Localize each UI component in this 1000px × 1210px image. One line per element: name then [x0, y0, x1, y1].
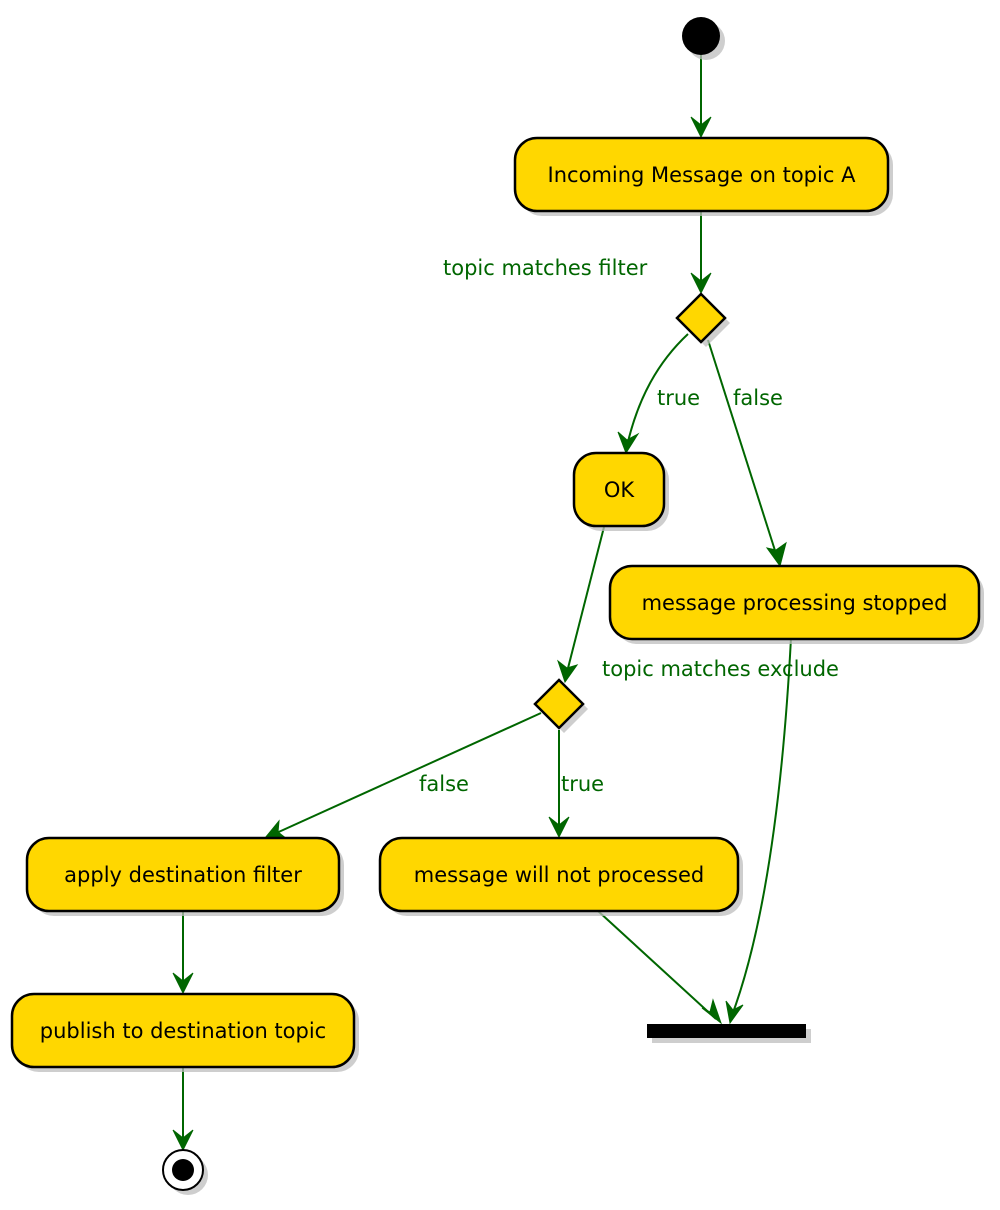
edge-ok-to-decision2	[565, 526, 605, 677]
activity-ok: OK	[572, 451, 669, 531]
arrowhead	[557, 659, 579, 684]
arrowhead	[172, 1129, 194, 1152]
activity-incoming-message-label: Incoming Message on topic A	[548, 163, 857, 187]
activity-apply-destination-filter-label: apply destination filter	[64, 863, 302, 887]
activity-ok-label: OK	[604, 478, 636, 502]
activity-incoming-message: Incoming Message on topic A	[513, 136, 893, 216]
edge-label-d1-true: true	[657, 386, 700, 410]
activity-publish-to-destination-topic: publish to destination topic	[10, 992, 359, 1072]
edge-stopped-to-merge-bar	[730, 637, 792, 1019]
end-node	[162, 1149, 208, 1195]
arrowhead	[172, 972, 194, 995]
arrowhead	[690, 116, 712, 139]
activity-message-processing-stopped: message processing stopped	[608, 564, 984, 644]
activity-publish-to-destination-topic-label: publish to destination topic	[40, 1019, 326, 1043]
activity-message-will-not-processed-label: message will not processed	[414, 863, 704, 887]
activity-message-will-not-processed: message will not processed	[378, 836, 743, 916]
edge-decision1-to-ok	[626, 333, 689, 447]
activity-message-processing-stopped-label: message processing stopped	[642, 591, 948, 615]
edges	[172, 55, 792, 1152]
merge-sync-bar	[647, 1024, 811, 1043]
arrowhead	[765, 541, 787, 568]
decision2-label: topic matches exclude	[602, 657, 839, 681]
edge-label-d1-false: false	[733, 386, 783, 410]
decision1-label: topic matches filter	[443, 256, 648, 280]
edge-label-d2-false: false	[419, 772, 469, 796]
edge-not-processed-to-merge-bar	[597, 910, 717, 1020]
arrowhead	[548, 816, 570, 839]
arrowhead	[725, 1000, 744, 1025]
arrowhead	[617, 431, 640, 455]
start-node	[682, 17, 725, 60]
arrowhead	[690, 272, 712, 295]
edge-decision2-to-apply-filter	[271, 712, 542, 836]
edge-label-d2-true: true	[561, 772, 604, 796]
arrowhead	[701, 998, 723, 1025]
edge-decision1-to-stopped	[707, 339, 779, 561]
decision-topic-matches-exclude	[533, 678, 588, 733]
decision-topic-matches-filter	[675, 292, 730, 347]
activity-apply-destination-filter: apply destination filter	[25, 836, 344, 916]
